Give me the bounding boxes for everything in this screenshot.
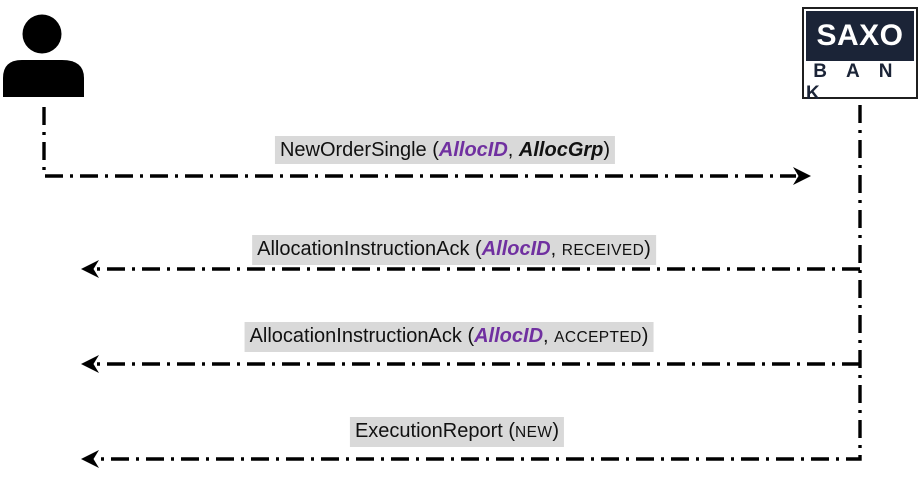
arrowhead-left-message-3 [81,355,99,373]
label-status-received: RECEIVED [561,242,645,259]
label-suffix: ) [603,139,611,161]
saxo-logo-wordmark: SAXO [806,11,914,61]
label-suffix: ) [644,238,651,260]
label-separator: , [550,238,562,260]
client-actor [0,10,90,100]
label-param-allocgrp: AllocGrp [518,139,604,161]
label-suffix: ) [552,420,560,442]
label-param-allocid: AllocID [438,139,508,161]
client-lifeline-and-message-1-line [42,107,796,178]
arrowhead-left-message-2 [81,260,99,278]
bank-lifeline-and-message-4-line [96,105,862,461]
message-label-execution-report: ExecutionReport (NEW) [349,417,565,447]
label-separator: , [543,325,555,347]
message-label-allocation-ack-accepted: AllocationInstructionAck (AllocID, ACCEP… [244,322,654,352]
label-text: AllocationInstructionAck ( [257,238,482,260]
label-status-accepted: ACCEPTED [554,329,642,346]
label-param-allocid: AllocID [481,238,551,260]
arrowhead-left-message-4 [81,450,99,468]
label-status-new: NEW [515,424,553,441]
label-separator: , [507,139,519,161]
arrowhead-right-message-1 [793,167,811,185]
label-text: ExecutionReport ( [354,420,516,442]
message-label-new-order-single: NewOrderSingle (AllocID, AllocGrp) [274,136,616,164]
person-icon [3,14,84,97]
label-suffix: ) [641,325,649,347]
saxo-bank-logo: SAXO B A N K [802,7,918,104]
saxo-logo-bank-text: B A N K [806,61,900,104]
label-param-allocid: AllocID [474,325,544,347]
label-text: NewOrderSingle ( [279,139,439,161]
label-text: AllocationInstructionAck ( [249,325,475,347]
message-label-allocation-ack-received: AllocationInstructionAck (AllocID, RECEI… [252,235,656,265]
